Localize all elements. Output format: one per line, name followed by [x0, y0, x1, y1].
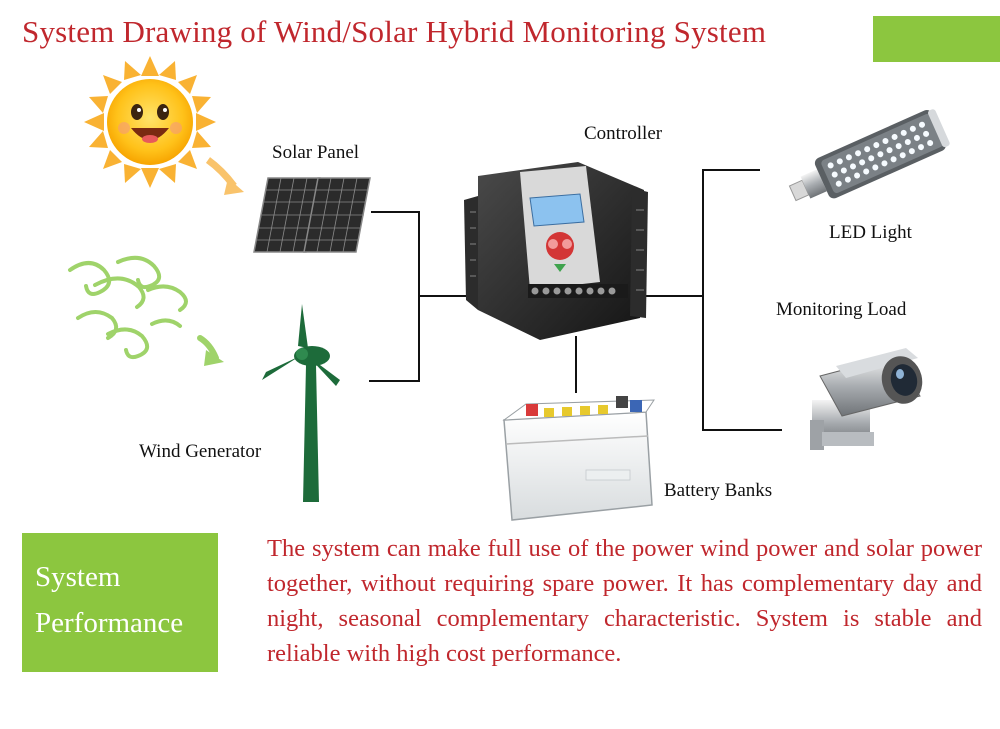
label-solar-panel: Solar Panel [272, 142, 360, 163]
battery-icon [502, 396, 655, 521]
system-performance-box: System Performance [22, 533, 218, 672]
wind-icon [68, 255, 219, 361]
label-controller: Controller [584, 123, 663, 144]
performance-description: The system can make full use of the powe… [267, 535, 982, 667]
sun-icon [84, 56, 216, 188]
performance-heading-line1: System [35, 561, 121, 593]
wind-turbine-icon [262, 304, 340, 502]
camera-icon [810, 348, 923, 450]
solar-panel-icon [253, 177, 371, 253]
performance-heading-line2: Performance [35, 607, 184, 639]
led-bulb-icon [788, 109, 950, 202]
label-led-light: LED Light [829, 222, 912, 243]
page-title: System Drawing of Wind/Solar Hybrid Moni… [22, 14, 767, 49]
label-monitoring-load: Monitoring Load [776, 299, 907, 320]
title-accent-bar [873, 16, 1000, 62]
controller-icon [464, 162, 648, 340]
connector-lines [369, 169, 782, 431]
label-battery-banks: Battery Banks [664, 480, 773, 501]
label-wind-generator: Wind Generator [139, 441, 262, 462]
